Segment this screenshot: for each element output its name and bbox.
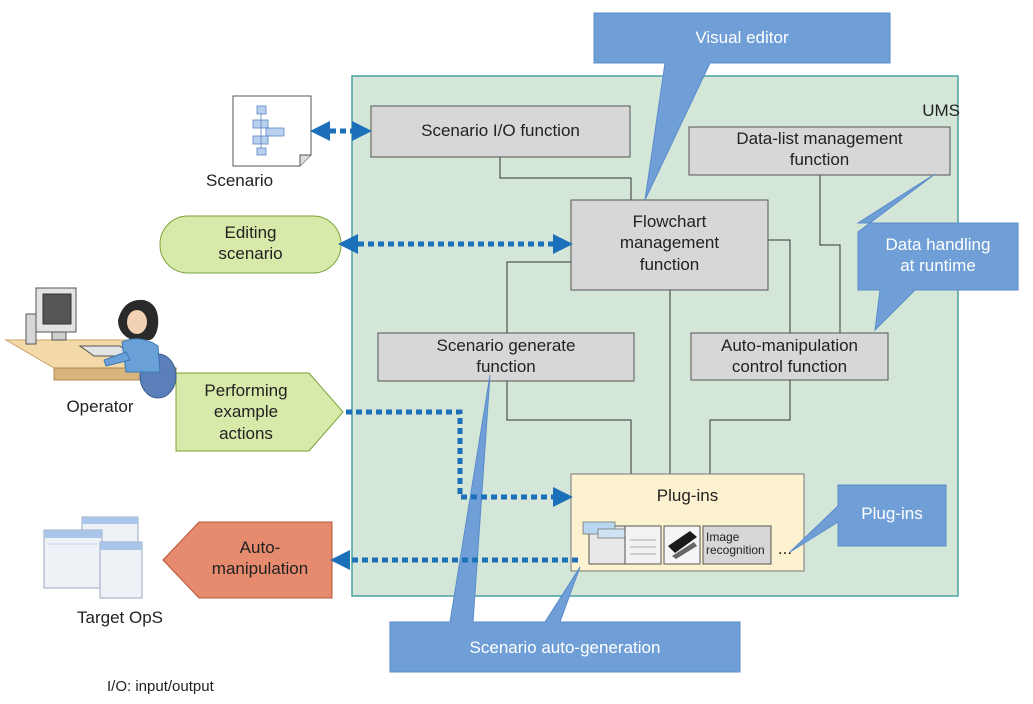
scenario-autogen-text: Scenario auto-generation	[469, 638, 661, 657]
scenario-autogen-callout	[389, 374, 741, 673]
image-recognition-box	[702, 525, 772, 565]
plugins-callout	[789, 484, 947, 553]
performing-actions-shape	[175, 372, 344, 452]
plugin-device-icon	[663, 525, 701, 565]
scenario-io-label: Scenario I/O function	[421, 121, 580, 140]
auto-manipulation-shape	[162, 521, 333, 599]
operator-label: Operator	[66, 397, 134, 416]
scenario-io-box	[370, 105, 631, 158]
target-ops-windows	[43, 516, 143, 599]
data-list-box	[688, 126, 951, 176]
flowchart-box	[570, 199, 769, 291]
auto-manipulation-text: Auto-manipulation	[211, 538, 309, 579]
data-handling-callout	[856, 173, 1019, 332]
scenario-generate-box	[377, 332, 635, 382]
ums-label: UMS	[922, 101, 960, 120]
plugins-ellipsis: ...	[777, 539, 793, 558]
target-ops-label: Target OpS	[77, 608, 163, 627]
plugins-box-title: Plug-ins	[656, 486, 719, 505]
auto-control-box	[690, 332, 889, 381]
scenario-document-icon	[232, 95, 312, 167]
scenario-label: Scenario	[206, 171, 274, 190]
visual-editor-text: Visual editor	[695, 28, 789, 47]
operator-illustration	[4, 287, 178, 399]
visual-editor-callout	[593, 12, 891, 201]
plugin-window-icons	[582, 521, 662, 565]
plugins-callout-text: Plug-ins	[861, 504, 923, 523]
connector-lines	[499, 157, 841, 474]
performing-arrow	[346, 409, 573, 507]
footnote: I/O: input/output	[107, 678, 214, 695]
dotted-arrows	[310, 121, 578, 570]
